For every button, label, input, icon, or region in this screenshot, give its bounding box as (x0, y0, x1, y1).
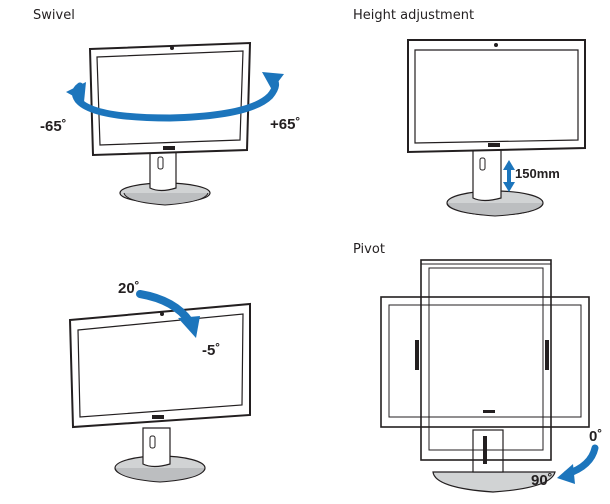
pivot-title: Pivot (353, 242, 385, 257)
swivel-left-angle-label: -65˚ (40, 118, 67, 135)
height-range-label: 150mm (515, 166, 560, 181)
swivel-right-angle-label: +65˚ (270, 116, 301, 133)
tilt-panel: 20˚ -5˚ (0, 240, 305, 504)
swivel-panel: Swivel -65˚ +65˚ (0, 0, 305, 240)
tilt-rotation-arrow (136, 290, 200, 338)
height-adjustment-panel: Height adjustment 150mm (305, 0, 610, 240)
swivel-title: Swivel (33, 8, 75, 23)
pivot-rotation-arrow (557, 444, 599, 484)
tilt-up-angle-label: 20˚ (118, 280, 140, 297)
pivot-panel: Pivot 0˚ 90˚ (305, 240, 610, 504)
height-adjustment-title: Height adjustment (353, 8, 475, 23)
swivel-rotation-arrow (66, 72, 284, 122)
tilt-down-angle-label: -5˚ (202, 342, 221, 359)
pivot-monitor-illustration (380, 259, 590, 493)
pivot-start-angle-label: 0˚ (589, 428, 603, 445)
height-monitor-illustration (407, 39, 586, 217)
tilt-monitor-illustration (68, 302, 251, 483)
pivot-end-angle-label: 90˚ (531, 472, 553, 489)
swivel-monitor-illustration (88, 41, 252, 206)
